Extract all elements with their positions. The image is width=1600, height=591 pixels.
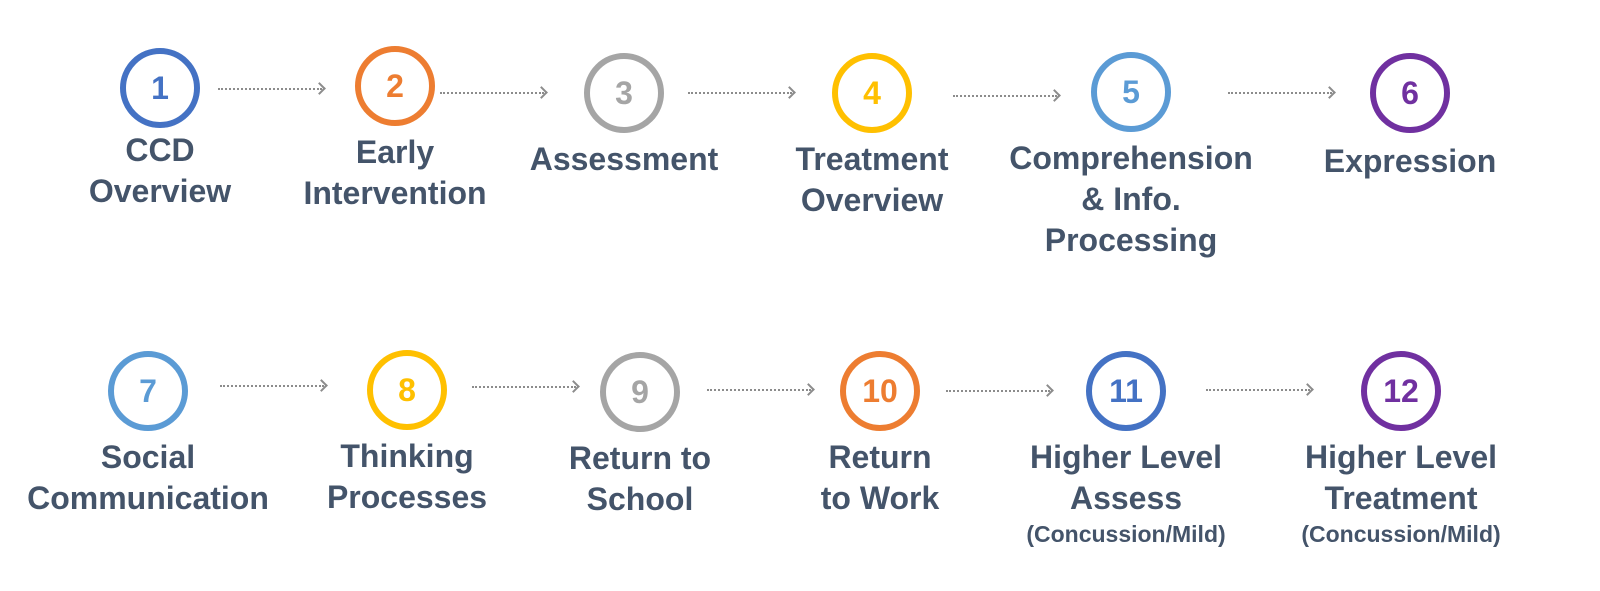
step-7-label: Social Communication (8, 437, 288, 519)
step-7-label-line-2: Communication (27, 480, 269, 516)
step-6-label-line-1: Expression (1323, 143, 1497, 179)
arrow-2-to-3 (440, 92, 544, 102)
step-11-number-circle[interactable]: 11 (1086, 351, 1166, 431)
step-1-label-line-1: CCD (125, 132, 195, 168)
step-2-label-line-2: Intervention (303, 175, 487, 211)
step-9-number-circle[interactable]: 9 (600, 352, 680, 432)
step-9[interactable]: 9 Return to School (500, 352, 780, 520)
step-11-label-line-2: Assess (1069, 480, 1183, 516)
step-9-label: Return to School (500, 438, 780, 520)
step-12-label: Higher Level Treatment (1261, 437, 1541, 519)
step-5-number-circle[interactable]: 5 (1091, 52, 1171, 132)
step-7-label-line-1: Social (100, 439, 196, 475)
arrow-4-to-5 (953, 95, 1057, 105)
step-1[interactable]: 1 CCD Overview (20, 48, 300, 212)
step-11[interactable]: 11 Higher Level Assess (Concussion/Mild) (986, 351, 1266, 549)
step-5-label-line-2: & Info. (1081, 181, 1181, 217)
step-4-label-line-2: Overview (800, 182, 944, 218)
step-10-label-line-1: Return (828, 439, 932, 475)
step-10[interactable]: 10 Return to Work (740, 351, 1020, 519)
step-12-label-line-2: Treatment (1324, 480, 1478, 516)
step-7-number-circle[interactable]: 7 (108, 351, 188, 431)
step-3[interactable]: 3 Assessment (484, 53, 764, 180)
arrow-5-to-6 (1228, 92, 1332, 102)
step-9-label-line-1: Return to (568, 440, 712, 476)
step-8-label-line-2: Processes (326, 479, 488, 515)
step-7[interactable]: 7 Social Communication (8, 351, 288, 519)
step-6-label: Expression (1270, 141, 1550, 182)
arrow-9-to-10 (707, 389, 811, 399)
arrow-8-to-9 (472, 386, 576, 396)
arrow-11-to-12 (1206, 389, 1310, 399)
step-8[interactable]: 8 Thinking Processes (267, 350, 547, 518)
step-11-sublabel: (Concussion/Mild) (1026, 521, 1226, 547)
step-6-number-circle[interactable]: 6 (1370, 53, 1450, 133)
step-2-label-line-1: Early (355, 134, 435, 170)
arrow-3-to-4 (688, 92, 792, 102)
step-9-label-line-2: School (586, 481, 694, 517)
step-4-number-circle[interactable]: 4 (832, 53, 912, 133)
step-4-label-line-1: Treatment (795, 141, 949, 177)
step-4[interactable]: 4 Treatment Overview (732, 53, 1012, 221)
step-6[interactable]: 6 Expression (1270, 53, 1550, 182)
step-5-label: Comprehension & Info. Processing (991, 138, 1271, 261)
step-11-label: Higher Level Assess (986, 437, 1266, 519)
step-10-number-circle[interactable]: 10 (840, 351, 920, 431)
step-5-label-line-3: Processing (1044, 222, 1218, 258)
step-10-label-line-2: to Work (820, 480, 940, 516)
step-5[interactable]: 5 Comprehension & Info. Processing (991, 52, 1271, 261)
step-3-label: Assessment (484, 139, 764, 180)
arrow-10-to-11 (946, 390, 1050, 400)
step-1-label-line-2: Overview (88, 173, 232, 209)
step-4-label: Treatment Overview (732, 139, 1012, 221)
step-12-number-circle[interactable]: 12 (1361, 351, 1441, 431)
step-1-number-circle[interactable]: 1 (120, 48, 200, 128)
step-3-number-circle[interactable]: 3 (584, 53, 664, 133)
arrow-7-to-8 (220, 385, 324, 395)
step-12-label-line-1: Higher Level (1304, 439, 1498, 475)
step-8-label: Thinking Processes (267, 436, 547, 518)
step-3-label-line-1: Assessment (529, 141, 719, 177)
step-10-label: Return to Work (740, 437, 1020, 519)
step-8-number-circle[interactable]: 8 (367, 350, 447, 430)
step-5-label-line-1: Comprehension (1009, 140, 1253, 176)
step-2-label: Early Intervention (255, 132, 535, 214)
step-1-label: CCD Overview (20, 130, 300, 212)
arrow-1-to-2 (218, 88, 322, 98)
step-12-sublabel: (Concussion/Mild) (1301, 521, 1501, 547)
step-2[interactable]: 2 Early Intervention (255, 46, 535, 214)
step-2-number-circle[interactable]: 2 (355, 46, 435, 126)
step-8-label-line-1: Thinking (340, 438, 474, 474)
step-12[interactable]: 12 Higher Level Treatment (Concussion/Mi… (1261, 351, 1541, 549)
step-11-label-line-1: Higher Level (1029, 439, 1223, 475)
